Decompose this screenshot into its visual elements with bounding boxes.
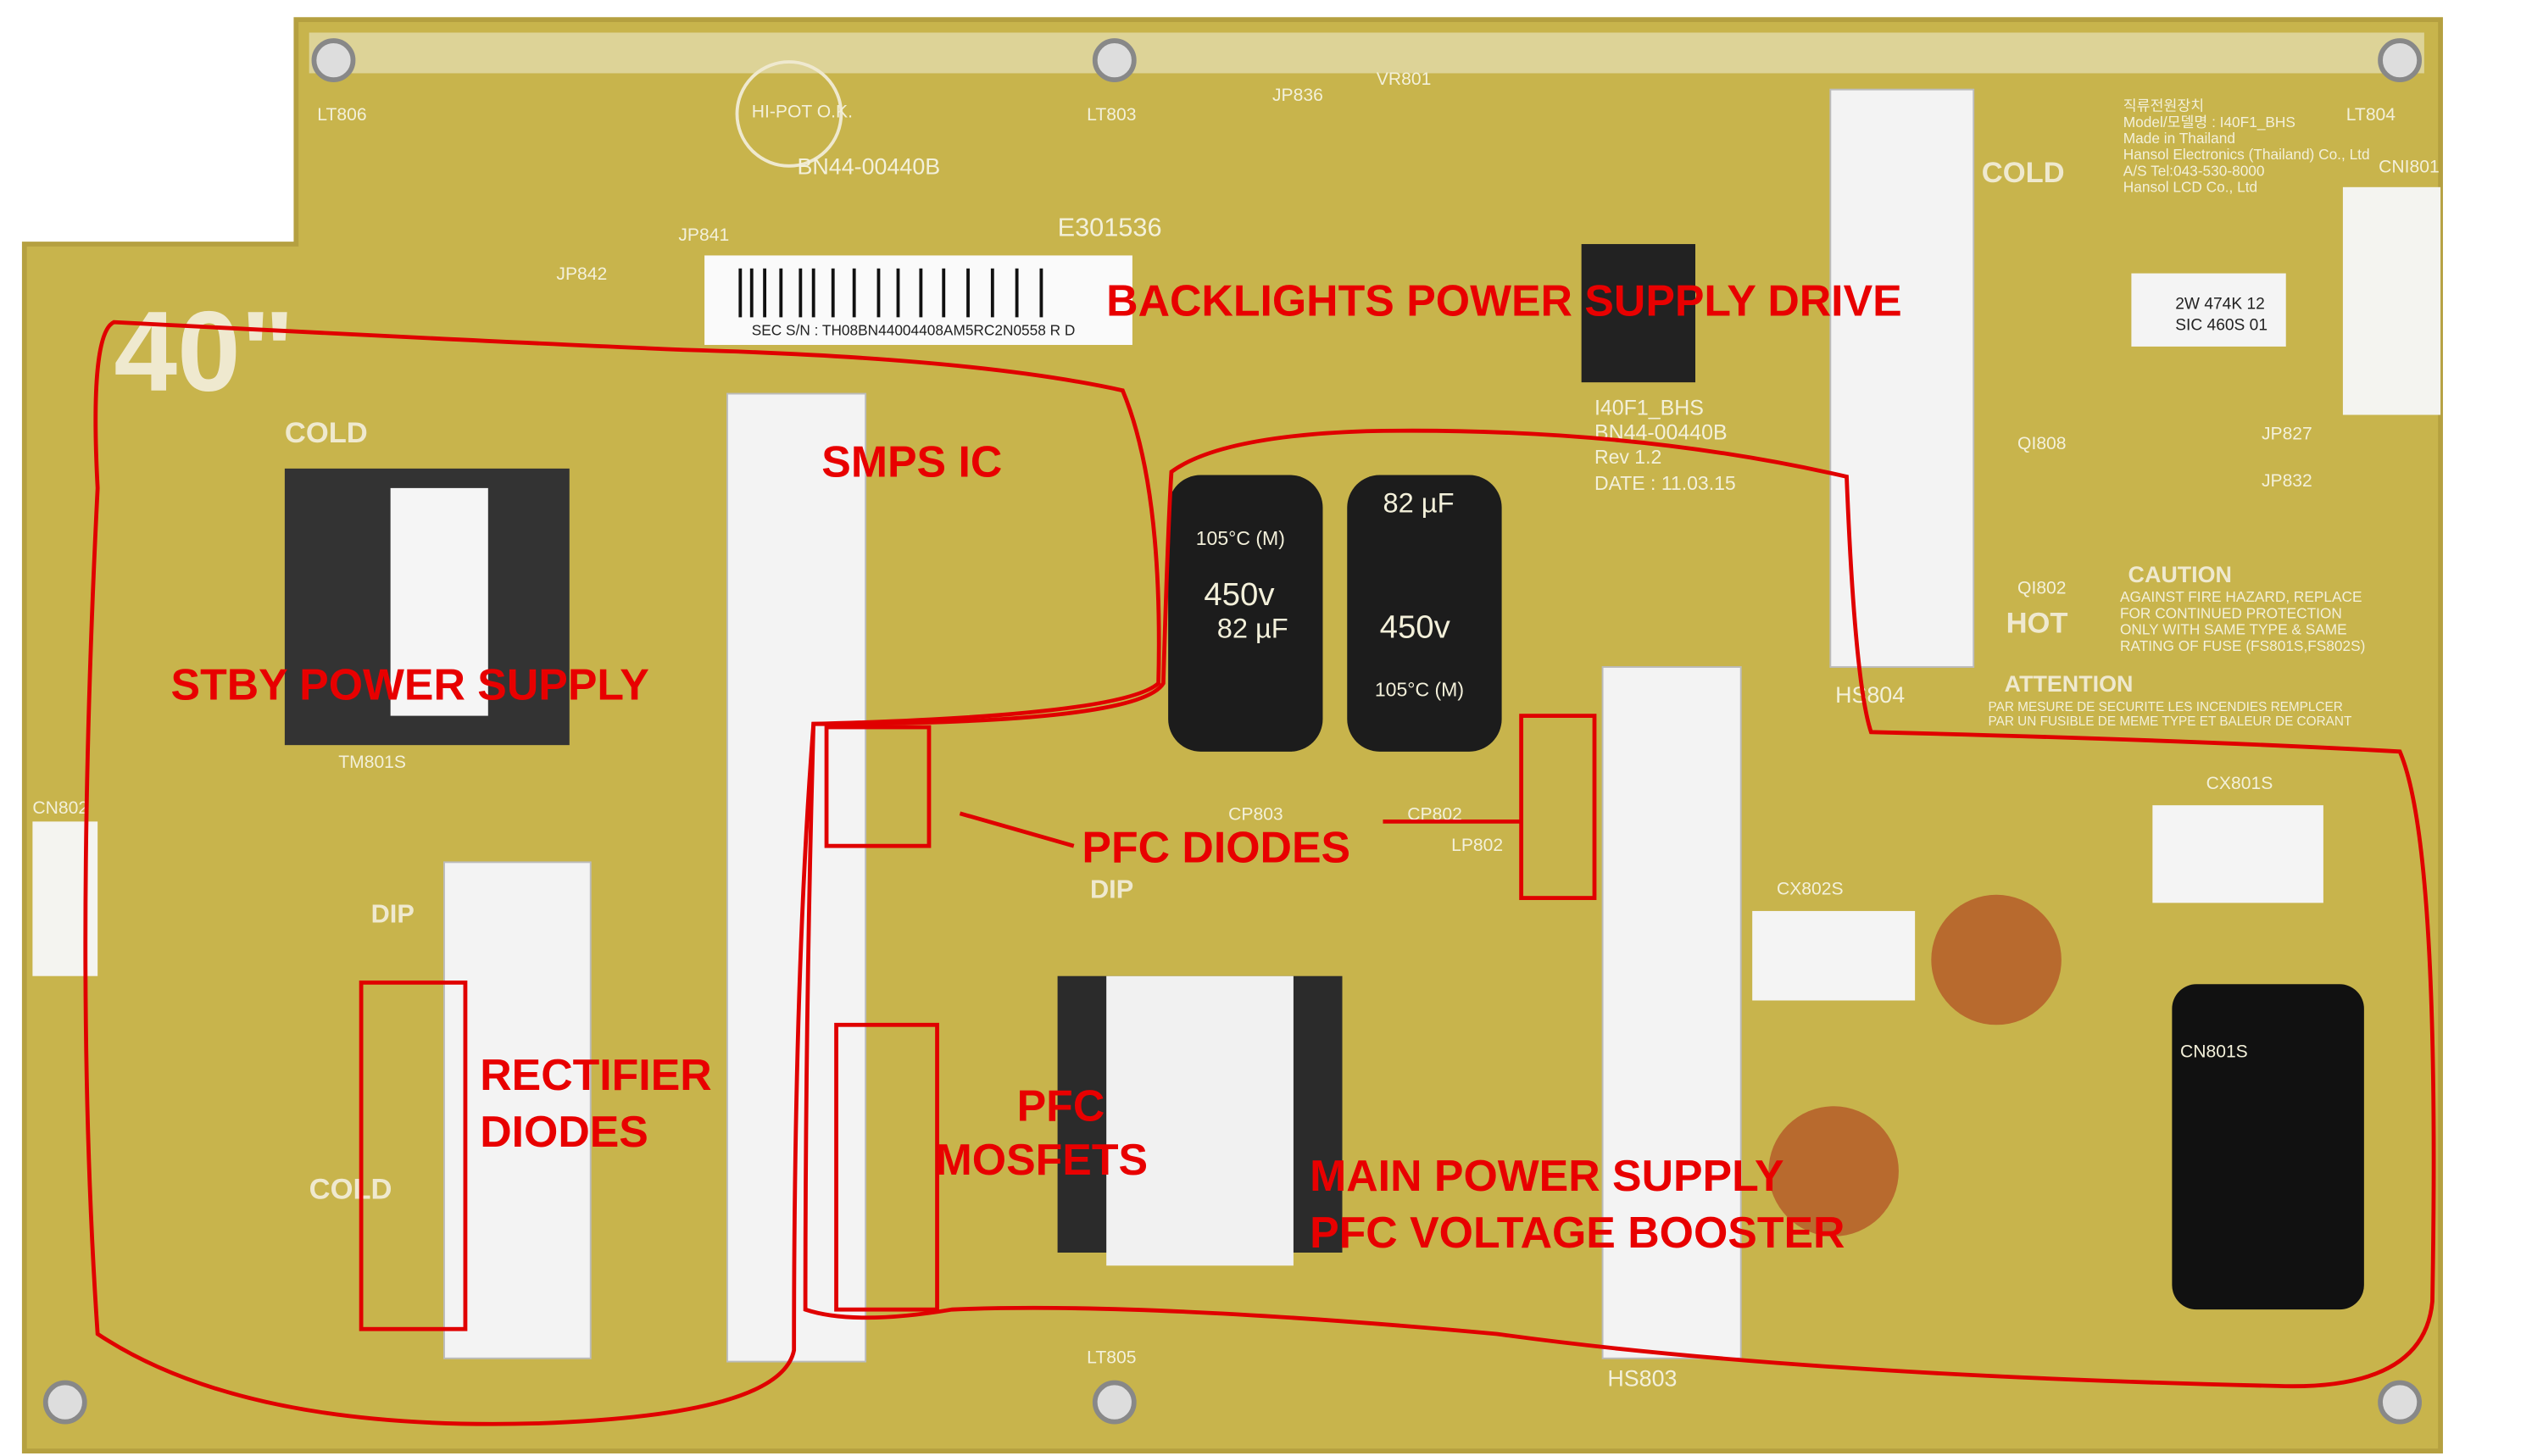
ul-code: E301536	[1058, 212, 1162, 242]
svg-text:FOR CONTINUED PROTECTION: FOR CONTINUED PROTECTION	[2120, 604, 2342, 621]
transformer-label	[390, 487, 488, 716]
outline-stby-power-supply	[83, 320, 1161, 1426]
svg-text:HS804: HS804	[1835, 682, 1905, 708]
svg-text:CX802S: CX802S	[1777, 880, 1844, 899]
label-smps-ic: SMPS IC	[821, 436, 1002, 486]
svg-text:TM801S: TM801S	[338, 753, 406, 772]
label-rectifier: RECTIFIER	[480, 1050, 711, 1099]
svg-text:JP842: JP842	[556, 264, 607, 284]
serial-label	[704, 255, 1132, 345]
hot-marking: HOT	[2006, 608, 2068, 640]
svg-text:DATE : 11.03.15: DATE : 11.03.15	[1594, 472, 1736, 494]
size-marking: 40"	[114, 288, 294, 415]
x-capacitor-2	[1752, 910, 1916, 1001]
label-main-power-supply: MAIN POWER SUPPLY	[1310, 1151, 1783, 1200]
label-pfc-mosfets: MOSFETS	[936, 1135, 1148, 1184]
model-block: 직류전원장치 Model/모델명 : I40F1_BHS Made in Tha…	[2123, 97, 2370, 196]
caution-block: CAUTION AGAINST FIRE HAZARD, REPLACE FOR…	[1988, 562, 2365, 729]
svg-text:LT806: LT806	[317, 105, 366, 125]
svg-text:JP832: JP832	[2262, 471, 2312, 491]
svg-text:VR801: VR801	[1377, 69, 1432, 89]
cap-capacitance: 82 µF	[1217, 612, 1288, 643]
svg-text:LT805: LT805	[1087, 1348, 1136, 1368]
x-capacitor	[2152, 805, 2323, 903]
cement-resistor	[2131, 273, 2286, 347]
label-stby-power-supply: STBY POWER SUPPLY	[171, 659, 649, 709]
line-choke-2	[1768, 1106, 1899, 1236]
cap-voltage-2: 450v	[1380, 609, 1451, 645]
annotation-outlines	[83, 320, 2436, 1426]
svg-text:Made in Thailand: Made in Thailand	[2123, 130, 2235, 147]
label-pfc-diodes: PFC DIODES	[1082, 822, 1350, 871]
cap-temp-2: 105°C (M)	[1375, 679, 1464, 701]
cold-marking: COLD	[1982, 157, 2065, 189]
svg-text:PAR MESURE DE SECURITE LES INC: PAR MESURE DE SECURITE LES INCENDIES REM…	[1988, 700, 2342, 714]
hipot-text: HI-POT O.K.	[752, 102, 853, 121]
mounting-holes	[42, 38, 2423, 1425]
svg-text:CP802: CP802	[1407, 804, 1462, 824]
svg-text:CX801S: CX801S	[2206, 774, 2273, 793]
resistor-text-2: SIC 460S 01	[2175, 317, 2268, 335]
cap-temp: 105°C (M)	[1196, 527, 1285, 549]
connector-cni801	[2342, 186, 2441, 415]
backlight-transformer	[1581, 243, 1695, 383]
svg-text:CNI801: CNI801	[2379, 158, 2440, 177]
outline-pfc-mosfets	[834, 1022, 939, 1312]
cold-marking-3: COLD	[309, 1174, 392, 1206]
svg-text:I40F1_BHS: I40F1_BHS	[1594, 397, 1704, 420]
outline-smps-ic	[824, 725, 932, 848]
outline-pfc-diode	[1519, 714, 1597, 900]
svg-text:JP841: JP841	[678, 225, 729, 245]
pfc-diode-pointer	[959, 811, 1075, 848]
label-backlights-power-supply-drive: BACKLIGHTS POWER SUPPLY DRIVE	[1106, 275, 1902, 325]
svg-text:HS803: HS803	[1607, 1365, 1677, 1391]
label-pfc-voltage-booster: PFC VOLTAGE BOOSTER	[1310, 1208, 1845, 1257]
barcode	[738, 268, 1043, 318]
svg-text:CAUTION: CAUTION	[2128, 562, 2232, 587]
svg-text:JP827: JP827	[2262, 424, 2312, 443]
svg-text:CN801S: CN801S	[2180, 1042, 2248, 1062]
svg-text:직류전원장치: 직류전원장치	[2123, 97, 2204, 114]
heatsinks	[443, 88, 1975, 1363]
svg-text:Model/모델명 : I40F1_BHS: Model/모델명 : I40F1_BHS	[2123, 114, 2295, 131]
line-choke	[1931, 894, 2062, 1025]
svg-text:A/S Tel:043-530-8000: A/S Tel:043-530-8000	[2123, 162, 2265, 179]
svg-text:Hansol Electronics (Thailand): Hansol Electronics (Thailand) Co., Ltd	[2123, 146, 2370, 163]
outline-rectifier-diodes	[359, 980, 468, 1331]
cold-marking-2: COLD	[285, 417, 368, 449]
resistor-text-1: 2W 474K 12	[2175, 296, 2265, 314]
silk-strip	[309, 32, 2424, 74]
dip-marking-2: DIP	[1090, 875, 1133, 904]
svg-text:Rev 1.2: Rev 1.2	[1594, 446, 1661, 468]
bulk-capacitors: 105°C (M) 450v 82 µF 82 µF 450v 105°C (M…	[1168, 475, 1502, 752]
svg-text:ATTENTION: ATTENTION	[2005, 671, 2134, 697]
svg-text:LT803: LT803	[1087, 105, 1136, 125]
svg-text:CP803: CP803	[1228, 804, 1283, 824]
svg-text:RATING OF FUSE (FS801S,FS802S): RATING OF FUSE (FS801S,FS802S)	[2120, 637, 2365, 654]
svg-text:QI808: QI808	[2017, 434, 2067, 453]
svg-text:LT804: LT804	[2346, 105, 2396, 125]
svg-text:QI802: QI802	[2017, 579, 2067, 598]
svg-text:JP836: JP836	[1272, 86, 1323, 105]
svg-text:Hansol LCD Co., Ltd: Hansol LCD Co., Ltd	[2123, 179, 2257, 196]
svg-text:AGAINST FIRE HAZARD, REPLACE: AGAINST FIRE HAZARD, REPLACE	[2120, 588, 2362, 605]
label-pfc: PFC	[1017, 1081, 1105, 1131]
serial-number: SEC S/N : TH08BN44004408AM5RC2N0558 R D	[752, 321, 1076, 338]
dip-marking: DIP	[371, 898, 415, 928]
outline-backlight-drive	[803, 428, 2436, 1389]
svg-text:CN802: CN802	[32, 798, 88, 818]
ref-designators: LT806 LT803 LT804 CNI801 HS804 HS803 LT8…	[32, 69, 2439, 1392]
svg-text:LP802: LP802	[1451, 836, 1503, 855]
part-number: BN44-00440B	[797, 153, 940, 179]
cap-capacitance-2: 82 µF	[1383, 487, 1454, 519]
svg-text:ONLY WITH SAME TYPE & SAME: ONLY WITH SAME TYPE & SAME	[2120, 621, 2347, 638]
rev-block: I40F1_BHS BN44-00440B Rev 1.2 DATE : 11.…	[1594, 397, 1736, 494]
cap-voltage: 450v	[1204, 576, 1275, 613]
label-rectifier-diodes: DIODES	[480, 1107, 648, 1156]
svg-text:PAR UN FUSIBLE DE MEME TYPE ET: PAR UN FUSIBLE DE MEME TYPE ET BALEUR DE…	[1988, 714, 2351, 729]
hipot-circle	[735, 60, 843, 168]
ac-inlet	[2172, 984, 2364, 1310]
main-transformer-label	[1106, 975, 1294, 1266]
